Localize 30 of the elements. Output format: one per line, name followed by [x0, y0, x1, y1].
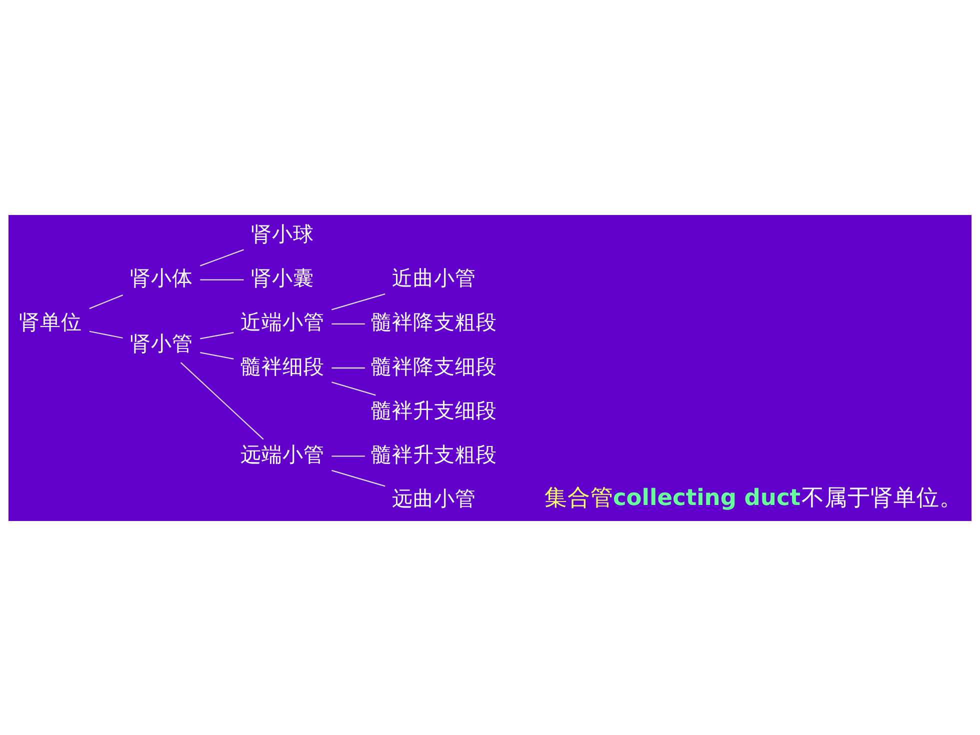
- node-text: 肾单位: [19, 310, 82, 334]
- label: 不属于肾单位。: [802, 484, 963, 511]
- node-text: 近曲小管: [392, 266, 476, 290]
- node-text: 肾小球: [251, 221, 314, 246]
- node-text: 髓袢升支细段: [371, 398, 498, 422]
- connector: [332, 322, 365, 324]
- connector: [200, 278, 244, 280]
- node-text: 远端小管: [240, 442, 325, 466]
- node-text: 近端小管: [240, 310, 325, 334]
- node-text: 髓袢升支粗段: [371, 442, 498, 466]
- connector: [332, 455, 365, 456]
- node-text: 远曲小管: [392, 486, 476, 510]
- connector: [332, 366, 365, 368]
- connector: [200, 248, 244, 266]
- connector: [180, 362, 264, 440]
- node-text: 肾小囊: [251, 266, 314, 290]
- connector: [332, 292, 386, 310]
- label: 集合管: [544, 484, 614, 511]
- connector: [89, 330, 123, 338]
- connector: [200, 352, 234, 359]
- connector: [332, 469, 386, 486]
- node-text: 髓袢降支粗段: [371, 310, 498, 334]
- connector: [332, 381, 376, 396]
- node-text: 肾小体: [130, 266, 193, 290]
- label: collecting duct: [612, 484, 801, 511]
- node-text: 肾小管: [130, 331, 193, 356]
- connector: [89, 294, 124, 309]
- node-text: 髓袢降支细段: [371, 354, 498, 378]
- connector: [200, 332, 234, 339]
- node-text: 髓袢细段: [240, 354, 325, 378]
